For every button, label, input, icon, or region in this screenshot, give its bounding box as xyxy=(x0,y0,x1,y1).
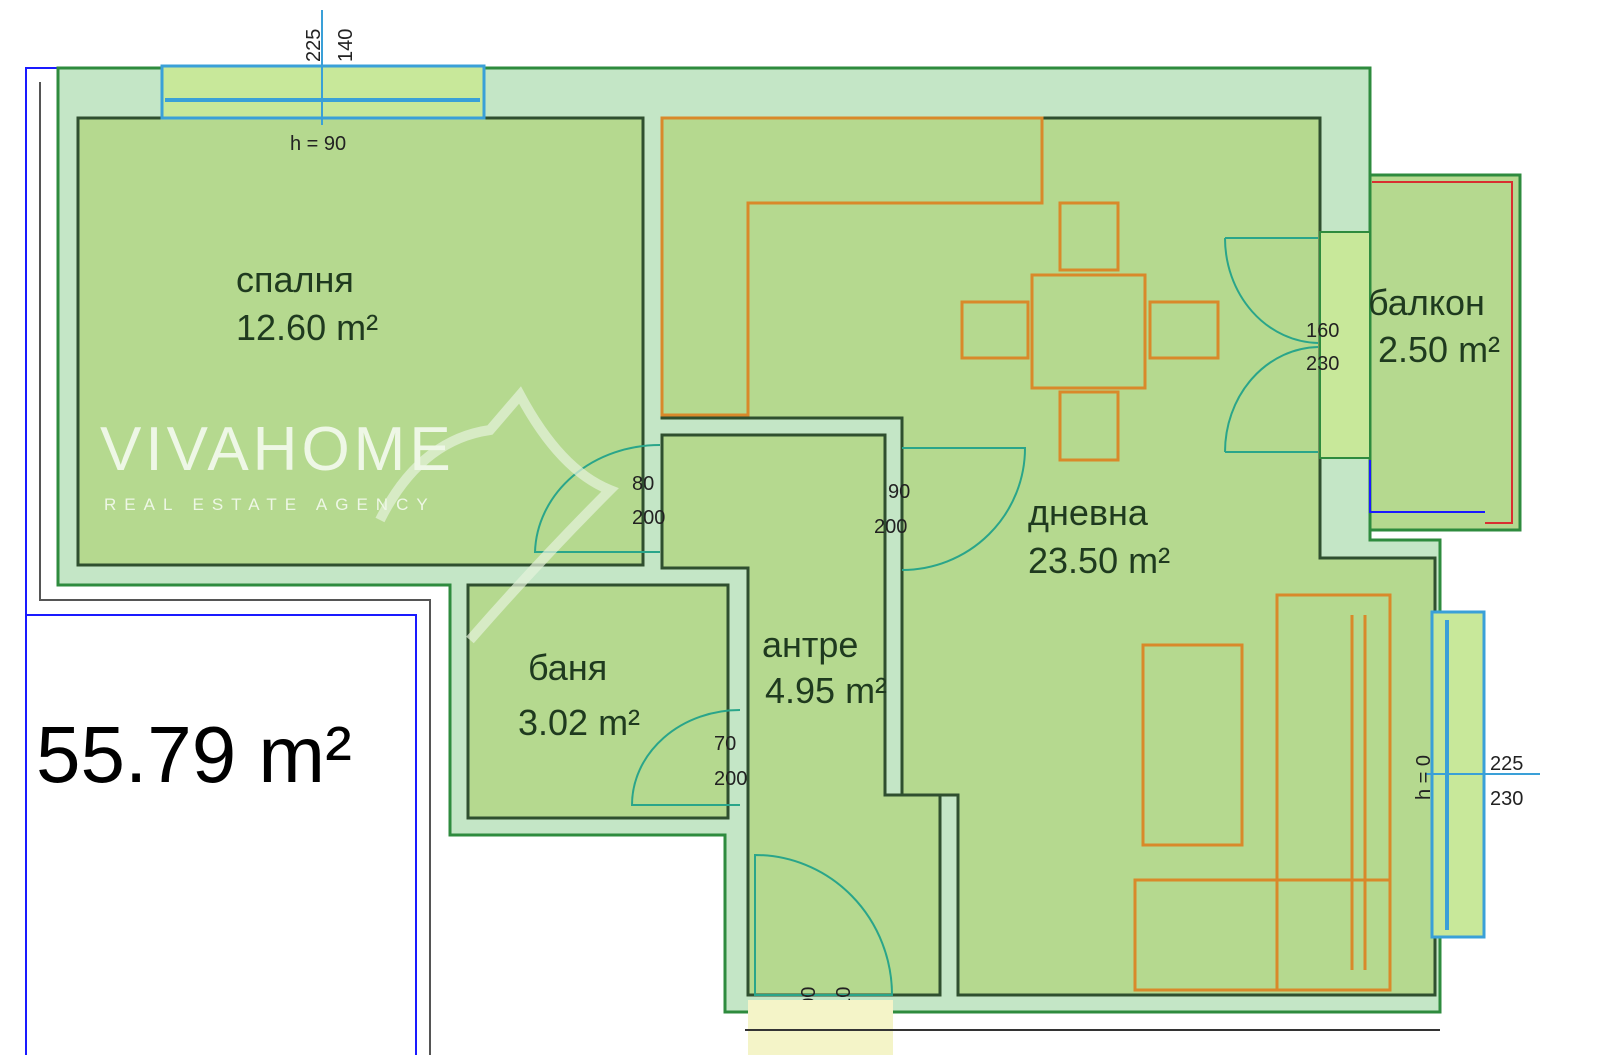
watermark-logo: VIVAHOME REAL ESTATE AGENCY xyxy=(100,386,619,644)
bedroom-door-icon xyxy=(533,444,661,553)
bathroom-name: баня xyxy=(528,647,607,688)
balcony-name: балкон xyxy=(1368,282,1485,323)
coffee-table xyxy=(1141,643,1244,847)
hallway-area: 4.95 m² xyxy=(765,670,887,711)
outer-outline-blue-lower xyxy=(26,614,417,1055)
room-hallway xyxy=(660,433,942,997)
entrance-threshold xyxy=(748,1000,893,1055)
living-name: дневна xyxy=(1028,492,1149,533)
living-door-width: 90 xyxy=(888,481,910,503)
bath-door-width: 70 xyxy=(714,733,736,755)
right-window-height: h = 0 xyxy=(1413,755,1435,800)
watermark-tagline: REAL ESTATE AGENCY xyxy=(104,495,436,514)
chair-left xyxy=(960,300,1030,360)
balcony-door-lower-icon xyxy=(1224,346,1319,453)
bathroom-area: 3.02 m² xyxy=(518,702,640,743)
living-area: 23.50 m² xyxy=(1028,540,1170,581)
outer-outline-blue xyxy=(25,67,60,1055)
living-door-icon xyxy=(901,447,1027,571)
balcony-door-height: 230 xyxy=(1306,353,1339,375)
top-window-dim-a: 225 xyxy=(303,29,325,62)
hallway-name: антре xyxy=(762,624,858,665)
living-door-height: 200 xyxy=(874,516,907,538)
dining-table xyxy=(1030,273,1147,390)
bath-door-icon xyxy=(630,709,741,806)
bath-door-height: 200 xyxy=(714,768,747,790)
right-window-dim-a: 225 xyxy=(1490,753,1523,775)
chair-bottom xyxy=(1058,390,1120,462)
balcony-red-edge xyxy=(1372,181,1513,524)
balcony-opening xyxy=(1319,231,1371,459)
room-bedroom xyxy=(76,116,645,567)
top-window-height: h = 90 xyxy=(290,133,346,155)
kitchen-counter xyxy=(660,116,1044,417)
outer-outline-grey xyxy=(39,82,431,1055)
balcony-area-label: 2.50 m² xyxy=(1378,329,1500,370)
bedroom-door-width: 80 xyxy=(632,473,654,495)
chair-right xyxy=(1148,300,1220,360)
watermark-brand: VIVAHOME xyxy=(100,415,455,484)
balcony-area xyxy=(1368,173,1522,532)
total-area: 55.79 m² xyxy=(36,710,352,799)
entrance-door-icon xyxy=(754,853,894,996)
bedroom-name: спалня xyxy=(236,259,354,300)
bedroom-door-height: 200 xyxy=(632,507,665,529)
bedroom-area: 12.60 m² xyxy=(236,307,378,348)
right-window-dim-b: 230 xyxy=(1490,788,1523,810)
room-bathroom xyxy=(466,583,730,820)
balcony-door-upper-icon xyxy=(1224,237,1319,344)
sofa-bottom xyxy=(1133,878,1392,992)
balcony-blue-edge xyxy=(1369,460,1485,513)
balcony-door-width: 160 xyxy=(1306,320,1339,342)
top-window-dim-b: 140 xyxy=(335,29,357,62)
chair-top xyxy=(1058,201,1120,272)
